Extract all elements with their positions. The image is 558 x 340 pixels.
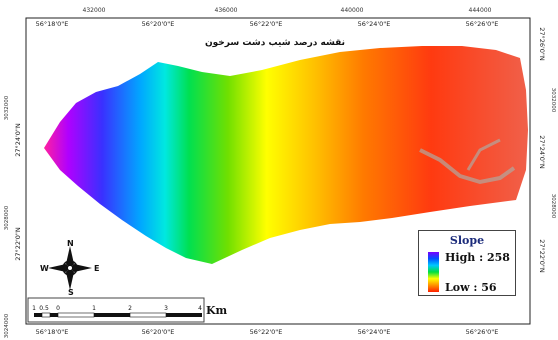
scale-label: 2 [128, 305, 132, 312]
legend-color-ramp [428, 252, 439, 292]
right-northing-label: 3032000 [550, 88, 556, 113]
scale-unit: Km [206, 304, 228, 317]
bottom-lon-label: 56°24'0"E [358, 328, 391, 336]
scale-bar: 1 0.5 0 1 2 3 4 [27, 297, 205, 323]
bottom-lon-label: 56°26'0"E [466, 328, 499, 336]
study-area-polygon [44, 46, 528, 264]
legend: Slope High : 258 Low : 56 [418, 230, 516, 296]
bottom-lon-label: 56°22'0"E [250, 328, 283, 336]
top-lon-label: 56°22'0"E [250, 20, 283, 28]
map-frame [25, 17, 531, 325]
scale-label: 1 [92, 305, 96, 312]
left-northing-label: 3028000 [4, 205, 10, 230]
top-lon-label: 56°24'0"E [358, 20, 391, 28]
top-tick-label: 440000 [341, 7, 364, 14]
legend-low-label: Low : 56 [445, 281, 497, 294]
top-lon-label: 56°26'0"E [466, 20, 499, 28]
left-northing-label: 3024000 [4, 313, 10, 338]
north-letter: N [67, 239, 74, 248]
top-tick-label: 432000 [83, 7, 106, 14]
left-lat-label: 27°22'0"N [14, 227, 22, 261]
legend-high-label: High : 258 [445, 251, 510, 264]
drainage-line [466, 138, 501, 171]
top-lon-label: 56°18'0"E [36, 20, 69, 28]
bottom-lon-label: 56°20'0"E [142, 328, 175, 336]
scale-label: 0.5 [39, 305, 49, 312]
scale-label: 3 [164, 305, 168, 312]
east-letter: E [94, 264, 100, 273]
top-tick-label: 444000 [469, 7, 492, 14]
legend-title: Slope [449, 234, 485, 247]
west-letter: W [40, 264, 49, 273]
map-title: نقشه درصد شیب دشت سرخون [204, 38, 345, 48]
drainage-line [419, 148, 516, 185]
scale-label: 4 [198, 305, 202, 312]
right-northing-label: 3028000 [550, 194, 556, 219]
north-arrow-icon [48, 246, 92, 290]
bottom-lon-label: 56°18'0"E [36, 328, 69, 336]
top-tick-label: 436000 [215, 7, 238, 14]
left-lat-label: 27°24'0"N [14, 123, 22, 157]
right-lat-label: 27°26'0"N [538, 27, 546, 61]
right-lat-label: 27°22'0"N [538, 239, 546, 273]
top-lon-label: 56°20'0"E [142, 20, 175, 28]
scale-label: 0 [56, 305, 60, 312]
scale-label: 1 [32, 305, 36, 312]
right-lat-label: 27°24'0"N [538, 135, 546, 169]
south-letter: S [68, 288, 74, 297]
left-northing-label: 3032000 [4, 95, 10, 120]
